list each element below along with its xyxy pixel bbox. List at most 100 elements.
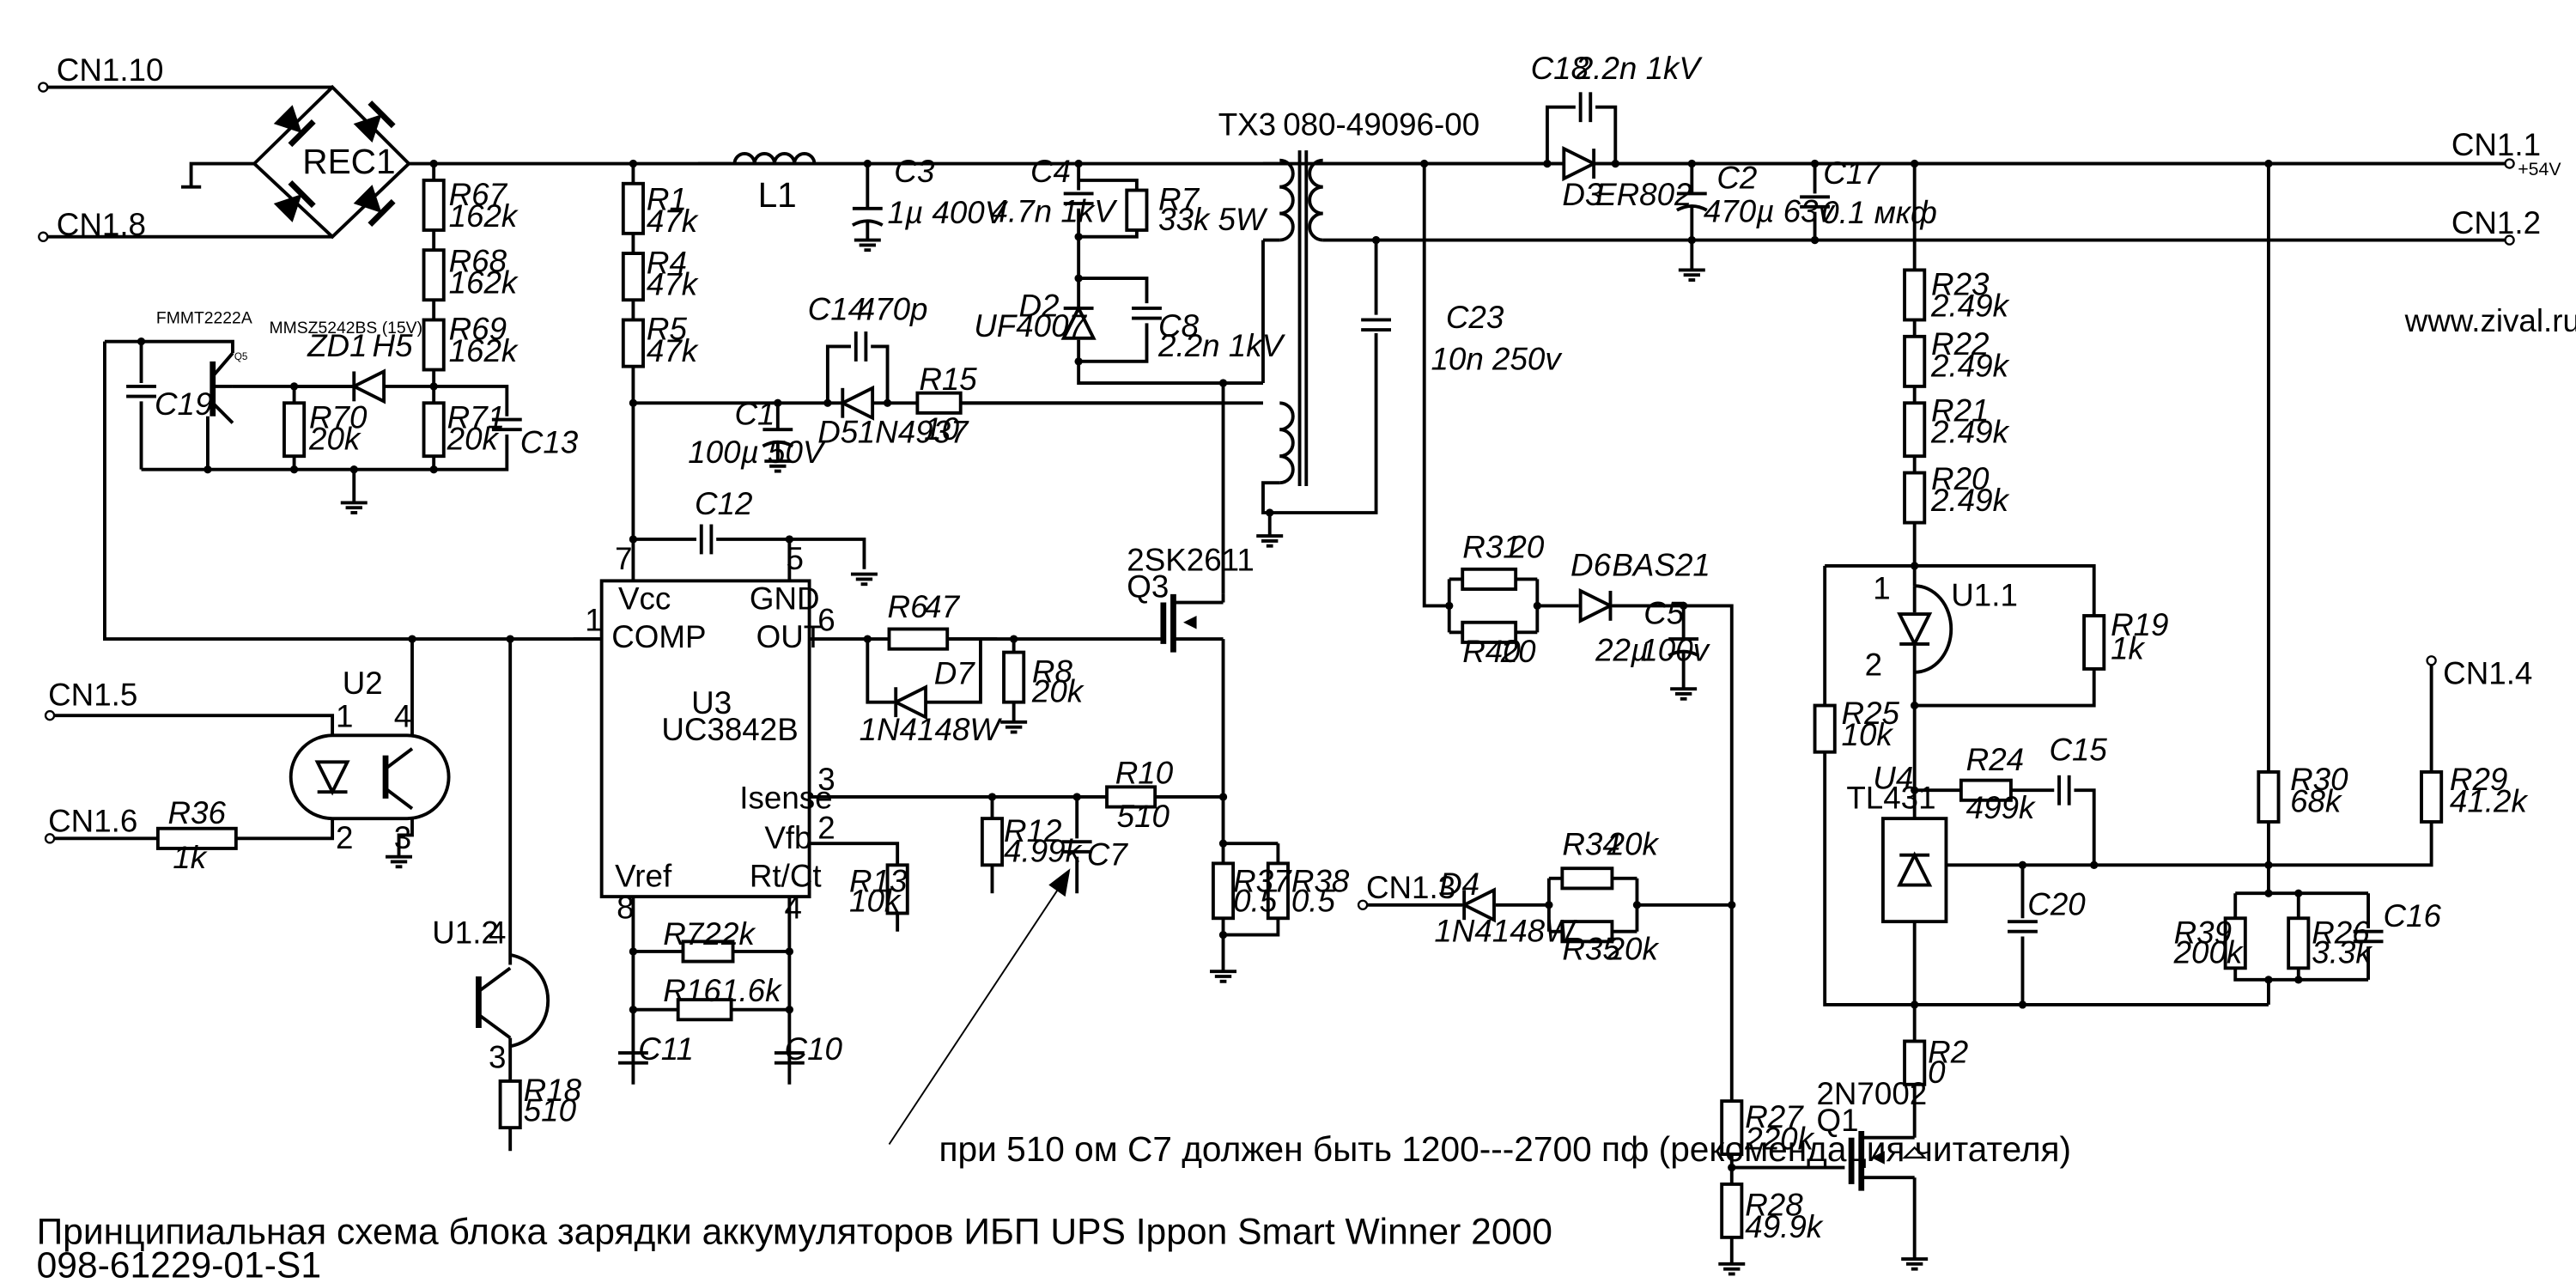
r15-name: R15 (919, 362, 977, 397)
u1-1-led (1897, 612, 1933, 648)
c3-value: 1µ 400V (888, 195, 1009, 230)
resistor-r5 (621, 318, 645, 368)
inductor-l1 (732, 152, 817, 164)
wire (141, 435, 509, 471)
mosfet-q1 (1848, 1131, 1928, 1191)
r28-name: R28 (1745, 1188, 1803, 1223)
junction-dot (1533, 601, 1541, 611)
caption-title: Принципиальная схема блока зарядки аккум… (37, 1212, 1552, 1253)
mosfet-q3 (1160, 593, 1224, 653)
ground-symbol (854, 238, 881, 252)
resistor-r31 (1461, 567, 1518, 591)
u3-pin-out: OUT (756, 619, 823, 654)
junction-dot (823, 398, 832, 407)
r22-value: 2.49k (1930, 348, 2010, 383)
tx3-primary-turn (1279, 211, 1295, 242)
junction-dot (1074, 357, 1083, 366)
r20-name: R20 (1931, 461, 1990, 496)
u3-pin-5: 5 (786, 541, 803, 576)
ground-symbol (1670, 687, 1698, 701)
c23-name: C23 (1446, 300, 1504, 335)
junction-dot (1545, 901, 1553, 909)
capacitor-c12 (699, 524, 714, 555)
c10-label: C10 (785, 1031, 843, 1067)
u1-1-name: U1.1 (1951, 577, 2018, 612)
resistor-r68 (422, 248, 446, 302)
resistor-r29 (2420, 770, 2444, 824)
r24-name: R24 (1966, 742, 2024, 777)
caption-code: 098-61229-01-S1 (37, 1244, 321, 1283)
resistor-r16 (676, 998, 733, 1022)
r24-value: 499k (1966, 790, 2036, 825)
resistor-r13 (885, 863, 909, 915)
capacitor-c16 (2353, 929, 2384, 944)
resistor-r20 (1903, 471, 1927, 525)
c17-name: C17 (1823, 155, 1882, 191)
reader-note: при 510 ом С7 должен быть 1200---2700 пф… (939, 1129, 2072, 1169)
u4-symbol (1897, 851, 1933, 887)
cn1-8-label: CN1.8 (57, 207, 146, 242)
terminal (2504, 158, 2515, 169)
junction-dot (1218, 930, 1228, 939)
wire (1261, 332, 1378, 514)
junction-dot (289, 465, 299, 474)
junction-dot (429, 465, 438, 474)
junction-dot (629, 947, 638, 956)
tx3-secondary-turn (1308, 158, 1323, 189)
diode-d4-body (1460, 887, 1496, 923)
resistor-r4 (621, 252, 645, 302)
r8-value: 20k (1031, 674, 1084, 709)
c5-value1: 22µ (1595, 632, 1649, 667)
junction-dot (1911, 562, 1919, 570)
resistor-r10 (1105, 785, 1157, 809)
bridge-diode-body (353, 114, 382, 143)
resistor-r70 (283, 401, 307, 459)
capacitor-c2-curved (1675, 204, 1708, 212)
r7-value: 33k 5W (1158, 202, 1268, 237)
c17-value: 0.1 мкф (1821, 195, 1937, 230)
r67-name: R67 (449, 177, 508, 212)
terminal (38, 82, 49, 93)
diode-d6 (1578, 587, 1614, 623)
cn1-1-label: CN1.1 (2451, 127, 2541, 162)
u2-name: U2 (343, 666, 383, 701)
terminal (1357, 899, 1369, 910)
u1-2-phototransistor (476, 966, 512, 1040)
ground-symbol (850, 572, 878, 587)
q5-name: Q5 (234, 351, 248, 362)
junction-dot (785, 947, 793, 956)
capacitor-c11 (618, 1051, 648, 1065)
r19-value: 1k (2111, 630, 2145, 666)
junction-dot (774, 398, 782, 407)
junction-dot (2018, 1000, 2027, 1009)
c14-value: 470p (858, 291, 928, 326)
junction-dot (1728, 901, 1736, 909)
optocoupler-u1-2-body (509, 952, 550, 1049)
wire (825, 344, 851, 404)
u3-pin-2: 2 (817, 810, 835, 845)
resistor-r34 (1560, 866, 1614, 891)
c20-label: C20 (2027, 886, 2086, 921)
l1-label: L1 (758, 175, 797, 215)
bridge-diode-body (353, 185, 382, 213)
r70-value: 20k (308, 421, 361, 456)
r19-name: R19 (2111, 607, 2168, 642)
u2-led (314, 760, 350, 796)
cn1-5-label: CN1.5 (48, 678, 137, 713)
r71-name: R71 (447, 399, 505, 435)
u4-name: U4 (1873, 760, 1913, 795)
wire (1546, 105, 1576, 164)
u2-led-body (314, 760, 350, 796)
wire (2233, 968, 2369, 982)
resistor-r38 (1266, 861, 1290, 921)
u1-2-pin-3: 3 (489, 1039, 506, 1074)
zd1-part: MMSZ5242BS (15V) (270, 319, 422, 337)
wire (2268, 822, 2433, 867)
ground-symbol (1718, 1262, 1746, 1276)
tx3-primary-turn (1279, 158, 1295, 189)
bridge-diode (353, 185, 396, 228)
r20-value: 2.49k (1930, 483, 2010, 518)
wire (809, 842, 900, 866)
wire (2074, 788, 2096, 866)
resistor-r24 (1959, 778, 2013, 802)
